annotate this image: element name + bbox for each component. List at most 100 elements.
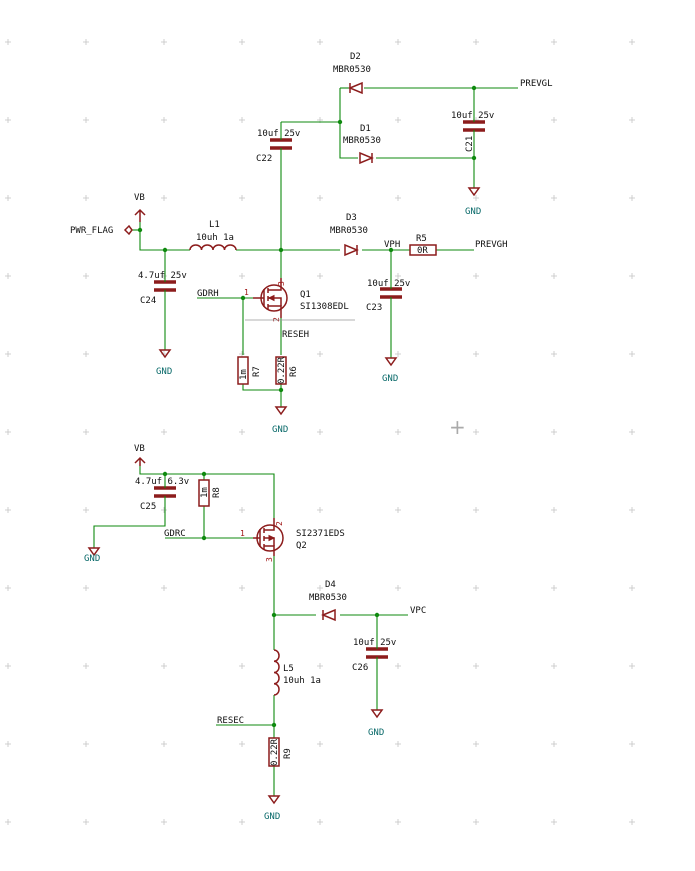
resistor-r6[interactable]: 0.22R R6 <box>275 356 299 385</box>
mosfet-q2[interactable]: 1 2 3 SI2371EDS Q2 <box>240 518 345 562</box>
grid-cross <box>239 117 245 123</box>
pwr-flag[interactable]: PWR_FLAG <box>70 224 133 236</box>
q1-pin3: 3 <box>277 281 286 286</box>
diode-d3[interactable]: D3 MBR0530 <box>330 213 368 257</box>
diode-d2[interactable]: D2 MBR0530 <box>333 52 371 95</box>
r7-ref: R7 <box>252 366 262 377</box>
grid-cross <box>161 39 167 45</box>
resistor-r9[interactable]: 0.22R R9 <box>268 737 293 767</box>
l1-ref: L1 <box>209 220 220 230</box>
d2-value: MBR0530 <box>333 65 371 75</box>
gnd-q1-label: GND <box>272 425 288 435</box>
net-prevgl[interactable]: PREVGL <box>520 79 553 89</box>
grid-cross <box>5 507 11 513</box>
grid-cross <box>395 585 401 591</box>
capacitor-c24[interactable]: 4.7uf 25v C24 <box>138 271 187 306</box>
grid-cross <box>317 585 323 591</box>
net-resec[interactable]: RESEC <box>217 716 244 726</box>
grid-cross <box>551 429 557 435</box>
diode-d4[interactable]: D4 MBR0530 <box>309 580 347 622</box>
capacitor-c26[interactable]: 10uf 25v C26 <box>352 638 396 673</box>
grid-cross <box>473 819 479 825</box>
grid-cross <box>161 663 167 669</box>
c26-ref: C26 <box>352 663 368 673</box>
resistor-r7[interactable]: 1m R7 <box>237 356 262 385</box>
r9-value: 0.22R <box>270 738 280 766</box>
grid-cross <box>551 117 557 123</box>
r8-value: 1m <box>200 487 210 498</box>
net-gdrc[interactable]: GDRC <box>164 529 186 539</box>
cursor-crosshair-icon: + <box>449 415 466 439</box>
net-vph[interactable]: VPH <box>384 240 400 250</box>
gnd-c25[interactable]: GND <box>84 547 101 564</box>
grid-cross <box>629 507 635 513</box>
grid-cross <box>395 273 401 279</box>
grid-cross <box>629 819 635 825</box>
d4-value: MBR0530 <box>309 593 347 603</box>
grid-cross <box>395 351 401 357</box>
gnd-r9-label: GND <box>264 812 280 822</box>
grid-cross <box>83 195 89 201</box>
grid-cross <box>473 273 479 279</box>
net-gdrh[interactable]: GDRH <box>197 289 219 299</box>
grid-cross <box>5 351 11 357</box>
grid-cross <box>5 585 11 591</box>
d1-ref: D1 <box>360 124 371 134</box>
q1-value: SI1308EDL <box>300 302 349 312</box>
resistor-r8[interactable]: 1m R8 <box>198 479 222 507</box>
grid-cross <box>83 585 89 591</box>
diode-d1[interactable]: D1 MBR0530 <box>343 124 381 165</box>
power-vb-top[interactable]: VB <box>134 193 146 222</box>
c21-ref: C21 <box>465 136 475 152</box>
grid-cross <box>317 429 323 435</box>
gnd-r9[interactable]: GND <box>264 795 281 822</box>
inductor-l1[interactable]: L1 10uh 1a <box>189 220 237 251</box>
d3-value: MBR0530 <box>330 226 368 236</box>
gnd-c23[interactable]: GND <box>382 357 398 384</box>
grid-cross <box>161 819 167 825</box>
mosfet-q1[interactable]: 1 3 2 Q1 SI1308EDL <box>244 278 355 322</box>
net-vpc[interactable]: VPC <box>410 606 426 616</box>
r9-ref: R9 <box>283 748 293 759</box>
capacitor-c22[interactable]: 10uf 25v C22 <box>256 129 300 164</box>
grid-cross <box>83 429 89 435</box>
gnd-q1[interactable]: GND <box>272 406 288 435</box>
gnd-c24[interactable]: GND <box>156 349 172 377</box>
inductor-l5[interactable]: L5 10uh 1a <box>273 649 321 696</box>
pwr-flag-label: PWR_FLAG <box>70 226 113 236</box>
d1-value: MBR0530 <box>343 136 381 146</box>
grid-cross <box>551 273 557 279</box>
grid-cross <box>473 429 479 435</box>
capacitor-c21[interactable]: 10uf 25v C21 <box>451 111 494 152</box>
gnd-c25-label: GND <box>84 554 100 564</box>
r7-value: 1m <box>239 369 249 380</box>
power-vb-lower[interactable]: VB <box>134 444 146 466</box>
gnd-c26[interactable]: GND <box>368 709 384 738</box>
grid-cross <box>629 39 635 45</box>
gnd-c21[interactable]: GND <box>465 187 481 217</box>
grid-cross <box>161 195 167 201</box>
grid-cross <box>83 39 89 45</box>
q2-pin3: 3 <box>265 557 274 562</box>
grid-cross <box>83 663 89 669</box>
grid-cross <box>395 117 401 123</box>
net-reseh[interactable]: RESEH <box>282 330 309 340</box>
grid-cross <box>551 39 557 45</box>
grid-cross <box>5 429 11 435</box>
grid-cross <box>5 39 11 45</box>
grid-cross <box>317 39 323 45</box>
d4-ref: D4 <box>325 580 336 590</box>
gnd-c23-label: GND <box>382 374 398 384</box>
resistor-r5[interactable]: R5 0R <box>409 234 437 256</box>
q1-pin2: 2 <box>272 317 281 322</box>
capacitor-c23[interactable]: 10uf 25v C23 <box>366 279 410 313</box>
grid-cross <box>395 507 401 513</box>
grid-cross <box>161 117 167 123</box>
capacitor-c25[interactable]: 4.7uf 6.3v C25 <box>135 477 189 512</box>
grid-cross <box>83 351 89 357</box>
net-prevgh[interactable]: PREVGH <box>475 240 508 250</box>
l5-value: 10uh 1a <box>283 676 321 686</box>
grid-cross <box>5 195 11 201</box>
grid-cross <box>551 195 557 201</box>
